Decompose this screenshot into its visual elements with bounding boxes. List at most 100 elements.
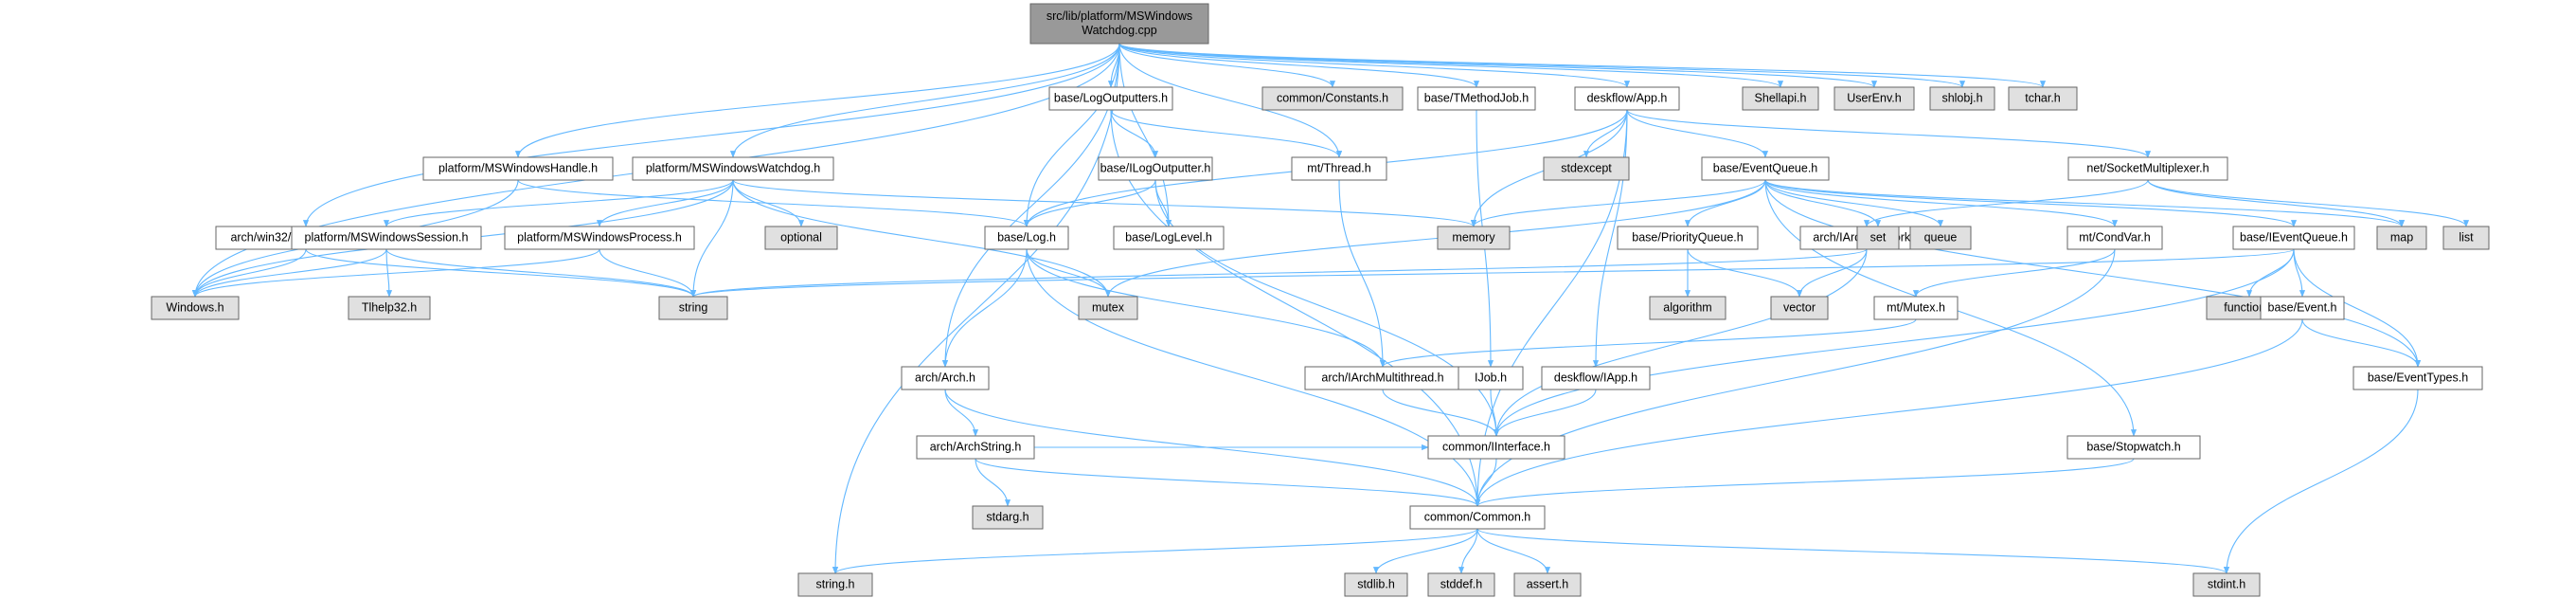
node-box [2066, 226, 2163, 250]
node-label: src/lib/platform/MSWindows [1046, 9, 1192, 23]
edge-root-to-thread [1118, 43, 1343, 158]
edge-mswinwatchdog-to-mutex [732, 179, 1112, 298]
node-set: set [1856, 226, 1900, 250]
edge-mswinprocess-to-string [599, 248, 697, 298]
node-logoutputters[interactable]: base/LogOutputters.h [1048, 86, 1173, 111]
node-label: base/IEventQueue.h [2240, 230, 2348, 244]
node-archstring[interactable]: arch/ArchString.h [916, 435, 1035, 460]
node-box [2260, 296, 2345, 320]
node-label: base/Log.h [997, 230, 1056, 244]
edge-mutexh-to-iarchmt [1380, 318, 1917, 368]
node-label: arch/IArchMultithread.h [1321, 371, 1443, 384]
edge-archstring-to-common [975, 458, 1480, 507]
node-tmethodjob[interactable]: base/TMethodJob.h [1417, 86, 1536, 111]
node-label: base/LogOutputters.h [1054, 91, 1168, 104]
edge-app-to-eventqueue [1626, 109, 1769, 158]
node-mswinsession[interactable]: platform/MSWindowsSession.h [291, 226, 482, 250]
node-label: stdlib.h [1357, 577, 1395, 590]
node-box [984, 226, 1069, 250]
node-arch[interactable]: arch/Arch.h [901, 366, 990, 390]
node-box [1574, 86, 1680, 111]
node-label: Watchdog.cpp [1082, 24, 1156, 37]
node-box [422, 156, 614, 181]
node-stopwatch[interactable]: base/Stopwatch.h [2066, 435, 2201, 460]
node-root[interactable]: src/lib/platform/MSWindowsWatchdog.cpp [1029, 3, 1209, 45]
node-mutexh[interactable]: mt/Mutex.h [1873, 296, 1959, 320]
node-box [1770, 296, 1829, 320]
node-eventtypes[interactable]: base/EventTypes.h [2352, 366, 2483, 390]
node-event[interactable]: base/Event.h [2260, 296, 2345, 320]
node-label: tchar.h [2025, 91, 2061, 104]
node-label: base/TMethodJob.h [1424, 91, 1530, 104]
node-box [2442, 226, 2490, 250]
node-label: base/Event.h [2268, 300, 2337, 314]
edge-arch-to-archstring [944, 389, 979, 437]
node-iarchmt[interactable]: arch/IArchMultithread.h [1304, 366, 1461, 390]
node-box [1834, 86, 1915, 111]
edge-common-to-stringh [832, 528, 1478, 574]
node-iapp[interactable]: deskflow/IApp.h [1541, 366, 1651, 390]
edge-root-to-stringh [832, 43, 1120, 574]
node-box [2008, 86, 2078, 111]
node-label: UserEnv.h [1847, 91, 1901, 104]
node-label: common/IInterface.h [1442, 440, 1550, 453]
edge-eventqueue-to-queue [1764, 179, 1944, 227]
node-box [632, 156, 834, 181]
node-vector: vector [1770, 296, 1829, 320]
node-box [2232, 226, 2355, 250]
node-box [1078, 296, 1138, 320]
edge-root-to-shlobj [1118, 43, 1965, 88]
node-app[interactable]: deskflow/App.h [1574, 86, 1680, 111]
node-box [1113, 226, 1225, 250]
node-stringh: string.h [797, 572, 873, 597]
node-ijob[interactable]: IJob.h [1458, 366, 1524, 390]
node-socketmux[interactable]: net/SocketMultiplexer.h [2067, 156, 2228, 181]
node-mswinprocess[interactable]: platform/MSWindowsProcess.h [504, 226, 695, 250]
node-label: mutex [1092, 300, 1125, 314]
edge-baselog-to-mutex [1026, 248, 1112, 298]
node-mswinwatchdog[interactable]: platform/MSWindowsWatchdog.h [632, 156, 834, 181]
node-userenv: UserEnv.h [1834, 86, 1915, 111]
node-prioqueue[interactable]: base/PriorityQueue.h [1617, 226, 1759, 250]
edge-logoutputters-to-thread [1110, 109, 1343, 158]
node-label: Windows.h [166, 300, 224, 314]
node-layer: src/lib/platform/MSWindowsWatchdog.cpp ba… [151, 3, 2490, 597]
edge-root-to-app [1118, 43, 1630, 88]
edge-prioqueue-to-vector [1687, 248, 1803, 298]
node-loglevel[interactable]: base/LogLevel.h [1113, 226, 1225, 250]
node-eventqueue[interactable]: base/EventQueue.h [1701, 156, 1830, 181]
edge-ieventqueue-to-iinterface [1493, 248, 2295, 437]
node-label: arch/Arch.h [915, 371, 975, 384]
node-box [291, 226, 482, 250]
node-box [1649, 296, 1726, 320]
node-label: stdexcept [1561, 161, 1612, 174]
edge-eventqueue-to-eventtypes [1764, 179, 2422, 368]
node-box [2067, 156, 2228, 181]
node-common[interactable]: common/Common.h [1409, 505, 1546, 530]
node-box [2066, 435, 2201, 460]
node-label: vector [1783, 300, 1816, 314]
edge-mswinsession-to-windowsh [191, 248, 387, 298]
node-label: common/Common.h [1424, 510, 1531, 523]
node-thread[interactable]: mt/Thread.h [1291, 156, 1387, 181]
node-condvar[interactable]: mt/CondVar.h [2066, 226, 2163, 250]
node-mswinhandle[interactable]: platform/MSWindowsHandle.h [422, 156, 614, 181]
edge-eventqueue-to-ieventqueue [1764, 179, 2297, 227]
node-iinterface[interactable]: common/IInterface.h [1427, 435, 1565, 460]
node-box [1929, 86, 1995, 111]
edge-ieventqueue-to-functional [2245, 248, 2295, 298]
node-label: base/EventTypes.h [2368, 371, 2468, 384]
edge-eventqueue-to-memory [1471, 179, 1766, 227]
node-label: memory [1452, 230, 1495, 244]
node-box [1701, 156, 1830, 181]
node-label: algorithm [1663, 300, 1711, 314]
node-box [916, 435, 1035, 460]
node-label: list [2459, 230, 2474, 244]
edge-xarchwindows-to-string [305, 248, 696, 298]
node-label: base/EventQueue.h [1713, 161, 1818, 174]
node-ieventqueue[interactable]: base/IEventQueue.h [2232, 226, 2355, 250]
node-ilogoutputter[interactable]: base/ILogOutputter.h [1098, 156, 1213, 181]
node-baselog[interactable]: base/Log.h [984, 226, 1069, 250]
node-label: deskflow/IApp.h [1554, 371, 1637, 384]
